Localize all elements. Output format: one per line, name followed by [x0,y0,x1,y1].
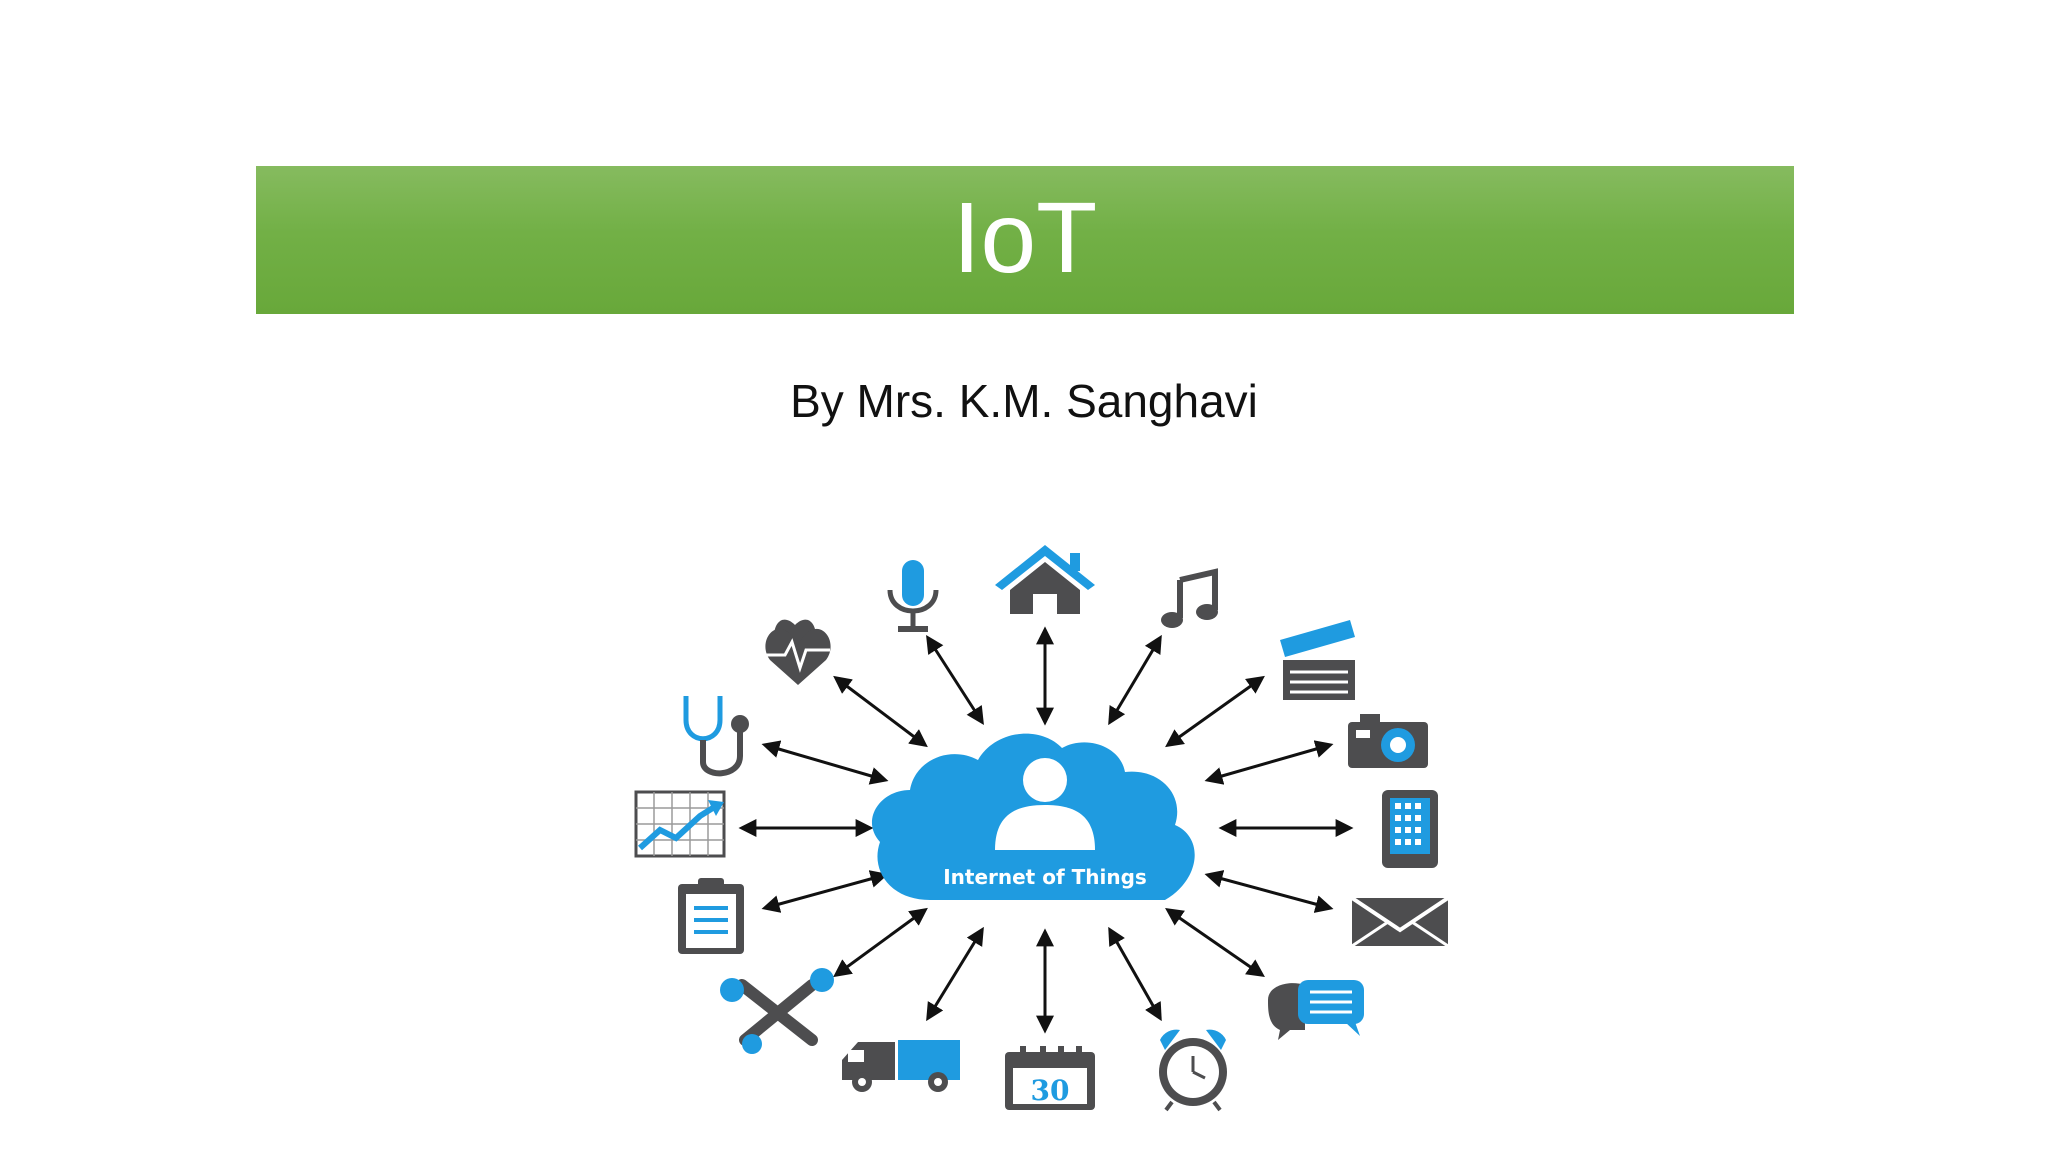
slide-subtitle: By Mrs. K.M. Sanghavi [790,375,1258,427]
connection-arrows [738,626,1354,1034]
clapperboard-icon [1280,620,1355,700]
camera-icon [1348,714,1428,768]
clipboard-icon [678,878,744,954]
cloud-label: Internet of Things [943,865,1147,889]
tablet-icon [1382,790,1438,868]
home-icon [995,545,1095,614]
truck-icon [842,1040,960,1092]
microphone-icon [887,560,939,632]
title-bar: IoT [256,166,1794,314]
calendar-icon: 30 [1005,1046,1095,1110]
tools-icon [720,968,834,1054]
music-icon [1161,568,1218,628]
heart-icon [765,619,831,685]
mail-icon [1350,896,1450,948]
slide-title: IoT [952,182,1098,294]
chat-icon [1268,980,1364,1040]
alarm-clock-icon [1159,1029,1227,1112]
cloud-icon: Internet of Things [871,733,1195,900]
calendar-day: 30 [1031,1074,1070,1107]
chart-icon [634,790,726,858]
stethoscope-icon [683,696,749,777]
